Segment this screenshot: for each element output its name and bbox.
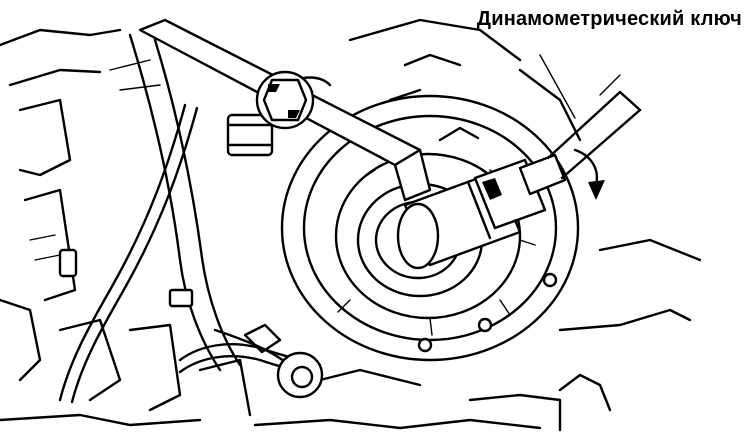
small-bolt xyxy=(226,113,274,157)
engine-housing xyxy=(0,18,702,432)
bar-nut xyxy=(255,70,315,130)
torque-wrench-handle xyxy=(518,74,642,196)
callout-leader-line xyxy=(539,54,576,119)
torque-wrench-label: Динамометрический ключ xyxy=(476,8,742,30)
wiring-harness xyxy=(58,33,322,404)
ground-terminal xyxy=(213,323,324,399)
rotation-arrow xyxy=(573,148,605,200)
